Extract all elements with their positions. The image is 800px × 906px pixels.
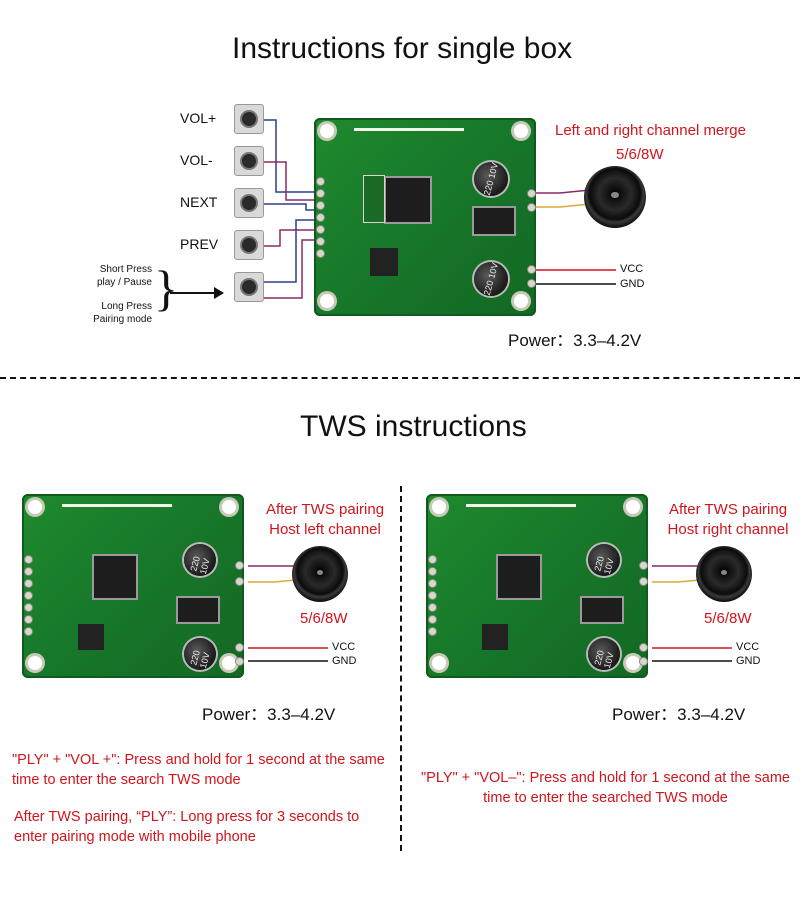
power-label-left: Power：3.3–4.2V [202, 705, 336, 724]
pcb-board-left: 220 10V 220 10V [22, 494, 244, 678]
gnd-label-top: GND [620, 278, 645, 290]
vol-plus-label: VOL+ [180, 110, 217, 126]
bt-chip [386, 178, 430, 222]
gnd-label-right: GND [736, 655, 761, 667]
right-heading-2: Host right channel [667, 521, 789, 538]
speaker-icon-top [584, 166, 646, 228]
vcc-label-left: VCC [332, 641, 356, 653]
short-press-text: Short Press [99, 264, 152, 275]
play-button [234, 272, 264, 302]
prev-button [234, 230, 264, 260]
power-label-top: Power：3.3–4.2V [508, 331, 642, 350]
merge-label: Left and right channel merge [555, 122, 746, 139]
tws-title: TWS instructions [300, 410, 527, 443]
right-heading: After TWS pairing Host right channel [660, 500, 796, 540]
pcb-board-single: 220 10V 220 10V [314, 118, 536, 316]
arrow-icon [170, 292, 218, 294]
wire-play-a [264, 219, 316, 283]
single-box-title: Instructions for single box [232, 32, 573, 65]
vol-plus-button [234, 104, 264, 134]
capacitor-left-bottom: 220 10V [184, 638, 216, 670]
speaker-power-left: 5/6/8W [300, 610, 348, 627]
wire-spk-top [532, 189, 591, 194]
long-press-text: Long Press [101, 301, 152, 312]
pcb-board-right: 220 10V 220 10V [426, 494, 648, 678]
pairing-mode-text: Pairing mode [93, 314, 152, 325]
arrow-head-icon [214, 287, 224, 299]
right-note-1: "PLY" + "VOL–": Press and hold for 1 sec… [421, 770, 790, 806]
capacitor-top: 220 10V [474, 161, 508, 196]
left-note-2: After TWS pairing, “PLY”: Long press for… [14, 809, 360, 845]
left-heading-2: Host left channel [269, 521, 381, 538]
left-note-1: "PLY" + "VOL +": Press and hold for 1 se… [12, 752, 385, 788]
speaker-icon-left [292, 546, 348, 602]
vol-minus-label: VOL- [180, 152, 213, 168]
play-note: Short Press play / Pause Long Press Pair… [80, 263, 152, 326]
vcc-label-right: VCC [736, 641, 760, 653]
right-heading-1: After TWS pairing [668, 501, 788, 518]
wire-right-spk-bottom [652, 579, 701, 583]
amp-chip [474, 208, 514, 234]
next-button [234, 188, 264, 218]
speaker-icon-right [696, 546, 752, 602]
wire-vol-minus [264, 161, 316, 201]
next-label: NEXT [180, 194, 218, 210]
capacitor-right-top: 220 10V [588, 544, 620, 576]
capacitor-left-top: 220 10V [184, 544, 216, 576]
wire-prev [264, 229, 316, 247]
capacitor-right-bottom: 220 10V [588, 638, 620, 670]
prev-label: PREV [180, 236, 219, 252]
power-label-right: Power：3.3–4.2V [612, 705, 746, 724]
wire-play-b [264, 239, 316, 299]
gnd-label-left: GND [332, 655, 357, 667]
section-divider [0, 377, 800, 379]
brace-icon: } [154, 260, 178, 316]
wire-left-spk-bottom [248, 579, 297, 583]
speaker-power-top: 5/6/8W [616, 146, 664, 163]
vcc-label-top: VCC [620, 263, 644, 275]
left-heading-1: After TWS pairing [265, 501, 385, 518]
play-pause-text: play / Pause [96, 277, 152, 288]
wire-next [264, 203, 316, 211]
vol-minus-button [234, 146, 264, 176]
wire-vol-plus [264, 119, 316, 193]
wire-spk-bottom [532, 203, 591, 208]
speaker-power-right: 5/6/8W [704, 610, 752, 627]
left-heading: After TWS pairing Host left channel [260, 500, 390, 540]
vertical-divider [400, 486, 402, 851]
capacitor-bottom: 220 10V [474, 261, 508, 296]
